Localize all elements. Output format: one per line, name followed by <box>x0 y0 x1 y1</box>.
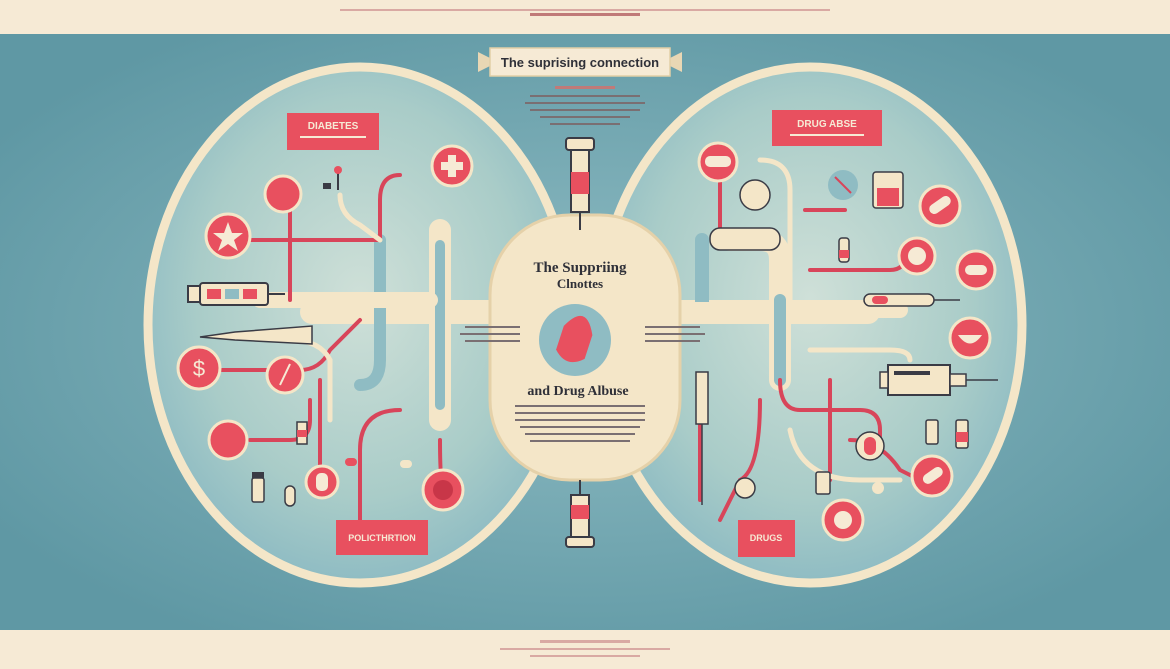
capsule-icon <box>284 485 296 507</box>
right-top-label-box <box>772 110 882 146</box>
dropper-icon-right <box>838 237 850 263</box>
top-banner <box>478 47 682 77</box>
capsule-icon-right-2 <box>855 431 885 461</box>
top-paper-strip <box>0 0 1170 34</box>
center-body-text <box>515 405 645 442</box>
pill-jar-icon <box>872 171 904 209</box>
syringe-icon-large <box>879 364 998 396</box>
tablet-icon <box>709 227 781 251</box>
pill-icon-right <box>739 179 771 211</box>
left-bottom-label: POLICTHRTION <box>348 533 416 543</box>
no-entry-icon <box>697 141 739 183</box>
syringe-icon-right <box>863 293 960 307</box>
left-top-label-box <box>287 113 379 150</box>
bowl-icon <box>948 316 992 360</box>
feather-icon <box>265 355 305 395</box>
top-fine-print <box>340 9 830 16</box>
pill-badge-icon-3 <box>910 454 954 498</box>
center-side-text-left <box>460 326 520 342</box>
dropper-icon <box>323 166 342 190</box>
capsule-icon-right <box>918 184 962 228</box>
center-title-line2: Clnottes <box>557 276 603 291</box>
vial-icon <box>251 472 265 503</box>
pill-icon <box>539 304 611 376</box>
pill-badge-icon <box>897 236 937 276</box>
syringe-icon-left <box>187 282 285 306</box>
left-top-label-fineprint <box>300 136 366 138</box>
dollar-icon: $ <box>176 345 222 391</box>
cross-out-icon <box>828 170 858 200</box>
capsule-icon-small <box>345 458 412 468</box>
syringe-icon-right-vertical <box>695 371 709 505</box>
intro-text-block <box>525 86 645 125</box>
right-top-label-fineprint <box>790 134 864 136</box>
left-top-label: DIABETES <box>308 121 359 132</box>
medical-cross-icon <box>430 144 474 188</box>
blood-drop-icon-large <box>421 468 465 512</box>
small-pill-icons <box>734 471 884 499</box>
banner-title: The suprising connection <box>501 55 659 70</box>
blood-drop-icon <box>304 464 340 500</box>
star-icon <box>204 212 252 260</box>
right-bottom-label-box <box>738 520 795 557</box>
center-side-text-right <box>645 326 705 342</box>
left-bottom-label-box <box>336 520 428 555</box>
badge-icon <box>263 174 303 214</box>
syringe-icon-bottom <box>565 480 595 548</box>
syringe-icon-small <box>296 421 308 445</box>
svg-text:$: $ <box>193 356 205 381</box>
syringe-icon <box>565 137 595 230</box>
bottom-fine-print <box>500 640 670 657</box>
center-title-line1: The Suppriing <box>534 260 627 276</box>
vial-icon-right <box>925 419 969 449</box>
right-top-label: DRUG ABSE <box>797 119 857 130</box>
pill-badge-icon-2 <box>955 249 997 291</box>
badge-icon-small <box>207 419 249 461</box>
right-bottom-label: DRUGS <box>750 533 783 543</box>
center-title-line3: and Drug Albuse <box>527 384 628 399</box>
pill-badge-icon-4 <box>821 498 865 542</box>
needle-icon <box>199 325 313 345</box>
